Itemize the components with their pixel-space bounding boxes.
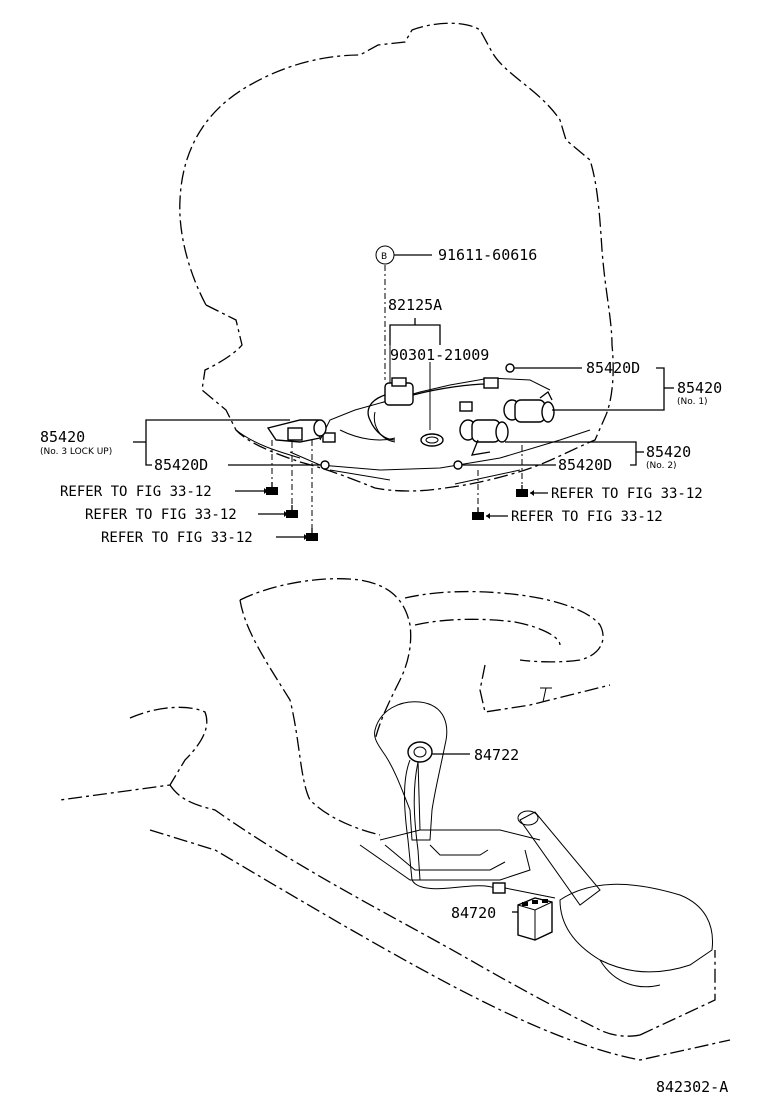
label-85420-no2: 85420 [646, 443, 691, 461]
figure-code: 842302-A [656, 1078, 728, 1096]
oring-85420D-right [453, 460, 463, 470]
label-no1: (No. 1) [677, 397, 708, 407]
connector-mid [459, 401, 473, 412]
wire-84720 [449, 885, 496, 889]
transmission-outline [179, 22, 614, 492]
connector-84720 [492, 882, 506, 894]
refer-fig-1: REFER TO FIG 33-12 [60, 484, 212, 500]
label-no3: (No. 3 LOCK UP) [40, 447, 112, 457]
label-85420D-top: 85420D [586, 359, 640, 377]
bolt-icon [266, 482, 528, 541]
label-84720: 84720 [451, 904, 496, 922]
label-84722: 84722 [474, 746, 519, 764]
b-marker-letter: B [381, 252, 387, 262]
label-82125A: 82125A [388, 296, 442, 314]
refer-fig-3: REFER TO FIG 33-12 [101, 530, 253, 546]
bolt-leaders [271, 440, 523, 528]
bracket-82125A [389, 324, 441, 345]
interior-outline [59, 578, 731, 1061]
solenoid-no3 [266, 419, 327, 443]
label-90301: 90301-21009 [390, 346, 489, 364]
label-85420D-right: 85420D [558, 456, 612, 474]
ecu-84720 [517, 897, 553, 941]
label-91611: 91611-60616 [438, 246, 537, 264]
harness-connector [367, 377, 489, 447]
solenoid-no1 [503, 391, 555, 423]
connector-left [322, 432, 336, 443]
oring-85420D-top [505, 363, 515, 373]
solenoid-no2 [459, 419, 509, 456]
label-85420D-left: 85420D [154, 456, 208, 474]
label-85420-no1: 85420 [677, 379, 722, 397]
refer-fig-5: REFER TO FIG 33-12 [511, 509, 663, 525]
bolt-b-marker: B [375, 245, 432, 380]
refer-fig-4: REFER TO FIG 33-12 [551, 486, 703, 502]
label-no2: (No. 2) [646, 461, 677, 471]
shift-lever [374, 701, 448, 841]
valve-body [289, 377, 591, 471]
connector-top [483, 377, 499, 389]
label-85420-no3: 85420 [40, 428, 85, 446]
refer-fig-2: REFER TO FIG 33-12 [85, 507, 237, 523]
switch-84722 [404, 741, 451, 890]
oring-85420D-left [320, 460, 330, 470]
